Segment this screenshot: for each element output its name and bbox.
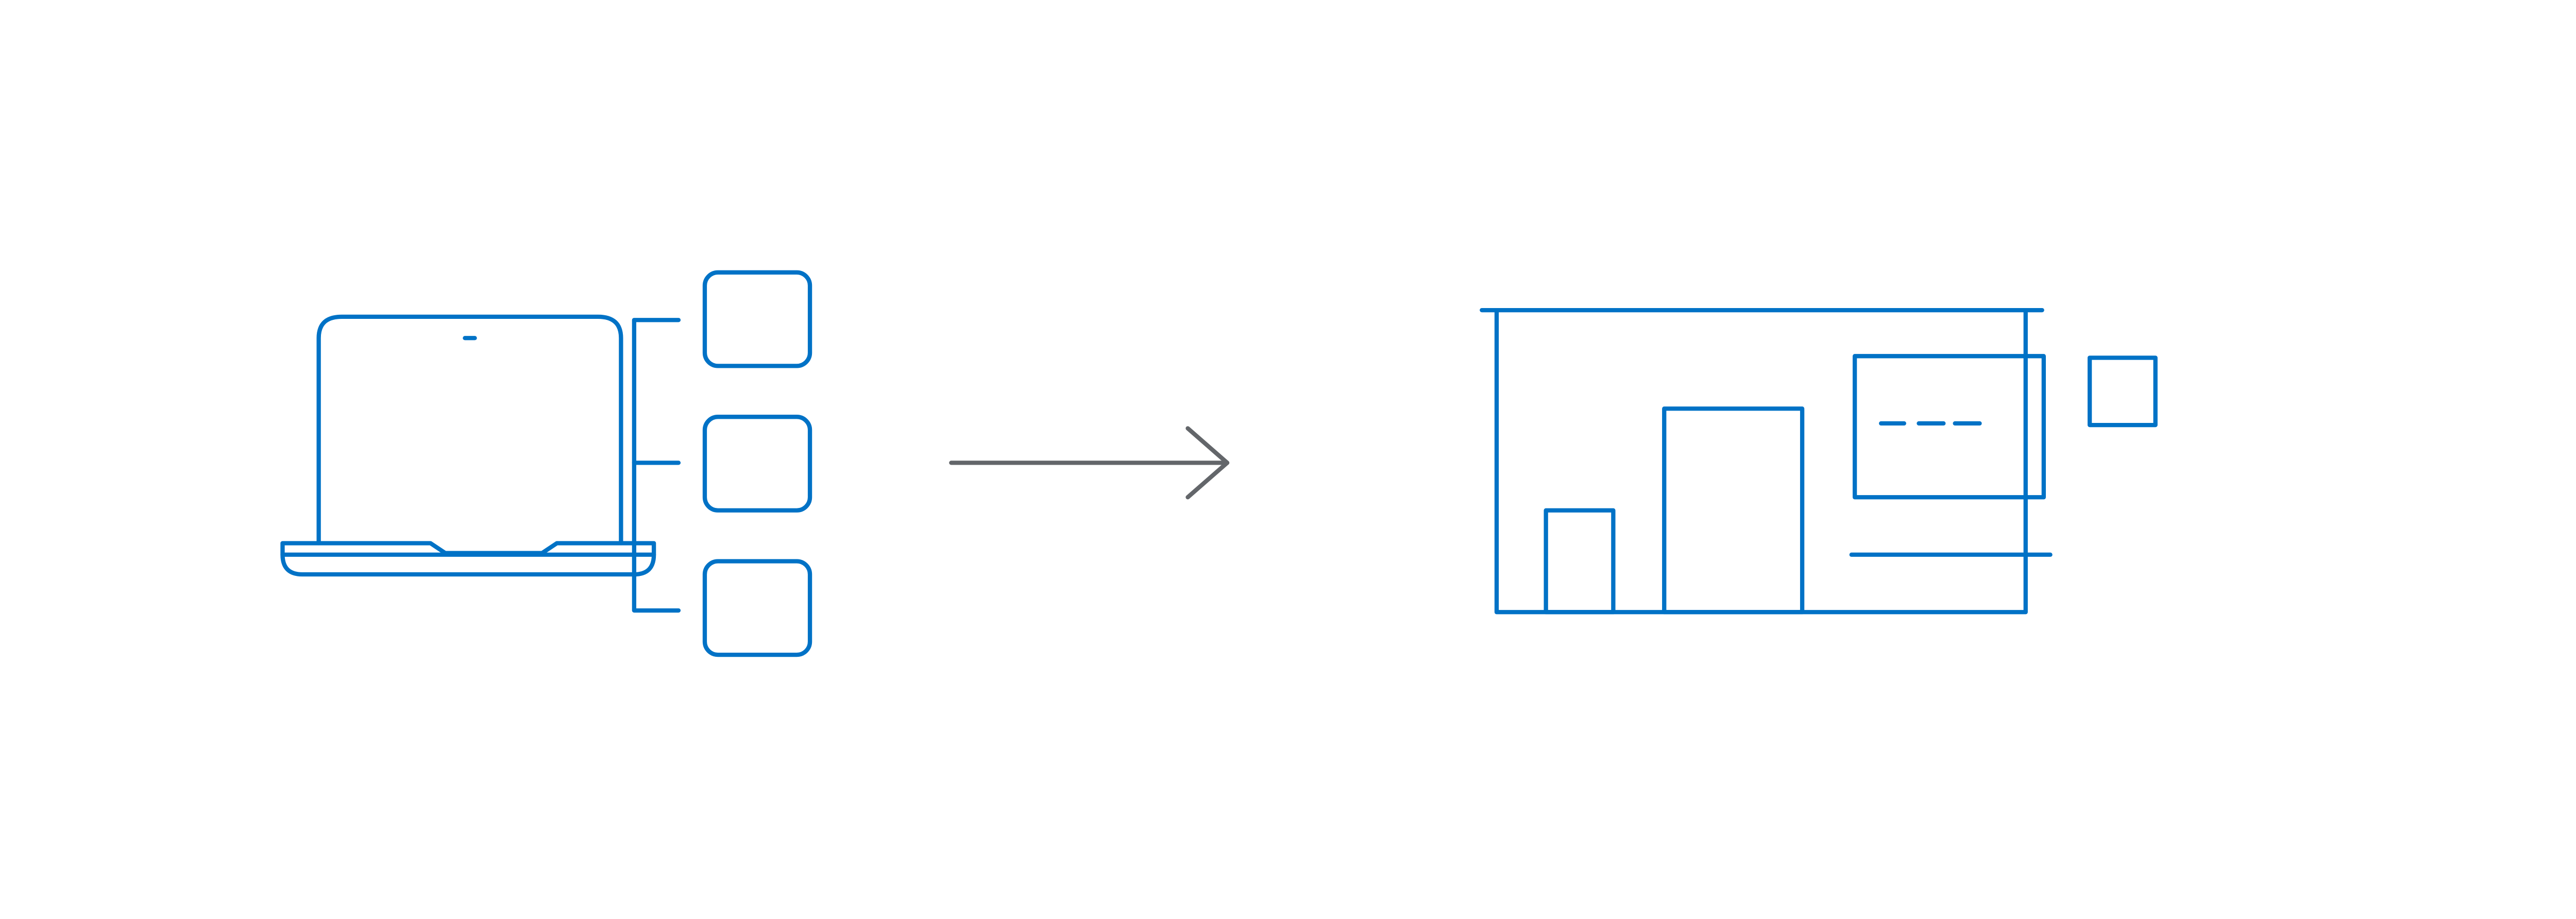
small-door: [1544, 508, 1616, 615]
list-box-bottom: [702, 559, 812, 657]
list-box-middle: [702, 415, 812, 513]
window-panel: [1852, 354, 2046, 500]
hierarchy-list-icon: [632, 270, 812, 657]
arrow-right-icon: [949, 426, 1230, 500]
building-facility-icon: [1480, 308, 2158, 615]
list-box-top: [702, 270, 812, 368]
laptop-icon: [280, 314, 656, 577]
large-door: [1662, 406, 1805, 615]
small-window: [2087, 355, 2158, 428]
